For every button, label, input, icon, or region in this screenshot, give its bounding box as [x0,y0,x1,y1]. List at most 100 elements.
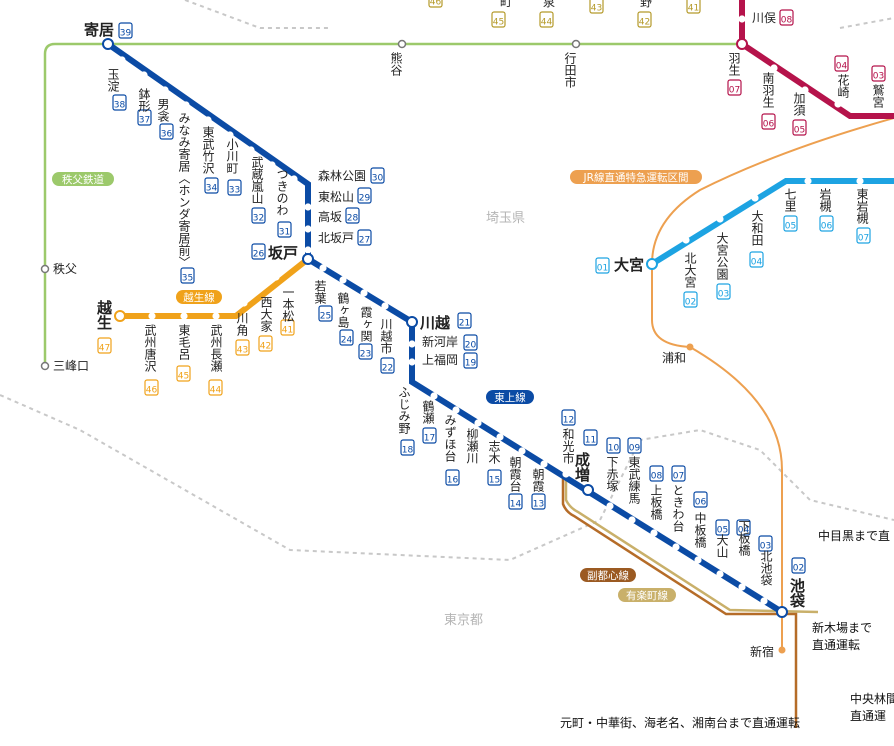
ogose-code: 41 [280,319,295,336]
station-dot [247,146,255,154]
tojo-name: 霞ヶ関 [359,306,373,342]
tojo-code: 15 [487,469,502,486]
chichibu-line [43,42,742,366]
station-dot [268,161,276,169]
svg-text:13: 13 [533,500,544,510]
station-dot [650,529,658,537]
tojo-name: みなみ寄居〈ホンダ寄居前〉 [177,112,191,268]
station-dot [540,460,548,468]
urawa-label: 浦和 [662,351,686,365]
tojo-name: 鉢形 [137,88,151,113]
ogose-code: 44 [208,379,223,396]
tojo-code: 12 [561,409,576,426]
noda-name: 東岩槻 [855,188,869,225]
tojo-name: 北池袋 [759,550,773,586]
ogose-name: 東毛呂 [177,324,191,360]
tojo-code: 08 [649,465,664,482]
major-station-dot [114,310,126,322]
svg-text:24: 24 [341,336,353,346]
station-dot [672,543,680,551]
svg-text:42: 42 [260,342,271,352]
noda-code: 07 [856,227,871,244]
svg-text:08: 08 [781,16,793,26]
tojo-code: 27 [357,229,372,246]
isesaki-code: 05 [792,119,807,136]
svg-text:02: 02 [793,564,804,574]
tojo-code: 28 [345,207,360,224]
svg-text:04: 04 [738,526,750,536]
svg-text:07: 07 [729,86,740,96]
station-dot [562,470,570,478]
top-code: 41 [686,0,701,14]
svg-text:17: 17 [424,434,435,444]
svg-text:41: 41 [282,326,293,336]
station-dot [304,225,312,233]
yurakucho-line [564,474,819,614]
station-dot [716,570,724,578]
tojo-code: 38 [112,94,127,111]
svg-text:44: 44 [541,18,553,28]
isesaki-name: 羽生 [727,52,741,76]
sakado-name: 坂戸 [268,244,298,262]
svg-text:37: 37 [139,116,150,126]
svg-text:33: 33 [229,186,240,196]
station-dot [760,597,768,605]
tojo-code: 06 [693,491,708,508]
station-dot [180,312,188,320]
tojo-name: 鶴瀬 [421,399,435,424]
svg-text:11: 11 [585,436,596,446]
ogose-code: 47 [97,337,112,354]
svg-text:35: 35 [182,274,193,284]
major-station-names: 寄居 坂戸 川越 成増 池袋 越生 大宮 [84,21,806,609]
station-dot [272,273,280,281]
tojo-code: 36 [159,123,174,140]
station-names: 玉淀 鉢形 男衾 みなみ寄居〈ホンダ寄居前〉 東武竹沢 小川町 武蔵嵐山 つきの… [106,0,885,586]
kawagoe-name: 川越 [419,314,451,332]
svg-text:20: 20 [465,341,477,351]
station-dot [751,194,759,202]
station-dot [381,302,389,310]
svg-text:42: 42 [639,18,650,28]
station-dot [856,177,864,185]
tojo-code: 39 [118,22,133,39]
tojo-code: 37 [137,109,152,126]
tojo-code: 33 [227,179,242,196]
tojo-name: 中板橋 [693,511,707,549]
noda-code: 03 [716,283,731,300]
svg-text:03: 03 [873,72,884,82]
station-marks [102,15,864,618]
tojo-code: 10 [606,437,621,454]
station-dot [161,86,169,94]
major-station-dot [406,316,418,328]
ogose-name: 西大家 [259,296,273,332]
svg-text:46: 46 [430,0,442,8]
station-dot [716,215,724,223]
tokyo-label: 東京都 [444,612,483,628]
tojo-line [106,41,784,615]
top-code: 42 [637,11,652,28]
tojo-code: 24 [339,329,354,346]
ogose-code: 46 [144,379,159,396]
kumagaya-station-name: 熊谷 [389,51,403,77]
station-dot [148,312,156,320]
svg-text:06: 06 [821,222,833,232]
chuorinkan-label-1: 中央林間 [850,691,894,706]
tojo-name: つきのわ [275,168,289,216]
gyoda-station-name: 行田市 [563,52,577,88]
svg-text:05: 05 [785,222,796,232]
svg-text:04: 04 [751,258,763,268]
svg-text:44: 44 [210,386,222,396]
svg-text:06: 06 [695,498,707,508]
tojo-code: 03 [758,535,773,552]
tojo-name: 小川町 [225,138,239,174]
omiya-name: 大宮 [614,256,644,274]
major-station-dot [776,606,788,618]
tojo-code: 16 [445,469,460,486]
svg-text:06: 06 [763,120,775,130]
tojo-name: 朝霞台 [508,456,522,492]
top-code: 46 [428,0,443,8]
isesaki-code: 07 [727,79,742,96]
isesaki-code: 03 [871,65,886,82]
svg-text:15: 15 [489,476,500,486]
